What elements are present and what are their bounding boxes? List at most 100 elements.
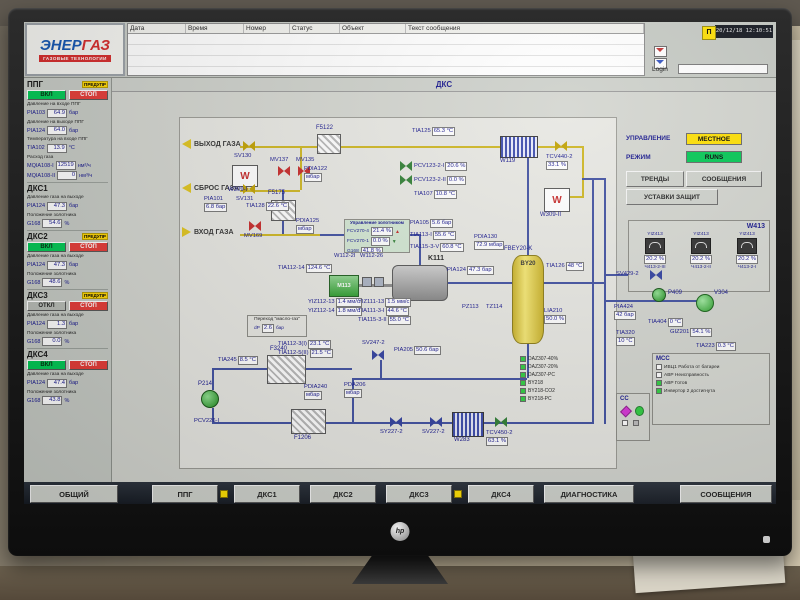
on-button[interactable]: ВКЛ — [27, 360, 66, 370]
stop-button[interactable]: СТОП — [69, 90, 108, 100]
on-button[interactable]: ВКЛ — [27, 90, 66, 100]
valve-pcv123-2-2[interactable] — [400, 175, 412, 185]
mcc-row: АВР Готов — [656, 380, 766, 386]
pipe — [606, 300, 698, 302]
monitor-bezel: ЭНЕРГАЗ ГАЗОВЫЕ ТЕХНОЛОГИИ Дата Время Но… — [8, 8, 792, 556]
tag-pz113: PZ113 — [462, 304, 479, 311]
nav-dks2[interactable]: ДКС2 — [310, 485, 376, 503]
pump-p409[interactable] — [652, 288, 666, 302]
tag-sv247-2: SV247-2 — [362, 340, 385, 347]
heater-w309-2[interactable]: W — [544, 188, 570, 212]
filter-f1206[interactable] — [291, 409, 326, 434]
tag-tia126: TIA12648 °C — [546, 262, 584, 271]
valve-mv137[interactable] — [278, 166, 290, 176]
gauge-tag: YIZ413 — [647, 232, 662, 237]
valve-mv169[interactable] — [249, 221, 261, 231]
valve-v304[interactable] — [696, 294, 714, 312]
cooler-w119[interactable] — [500, 136, 538, 158]
param-tag: G168 — [27, 280, 40, 286]
nav-dks4[interactable]: ДКС4 — [468, 485, 534, 503]
tag-label: PCV226-I — [194, 418, 219, 425]
tag-pcv123-2-2: PCV123-2-II0.0 % — [414, 176, 466, 185]
valve-sy227-2[interactable] — [390, 417, 402, 427]
valve-pcv123-2-1[interactable] — [400, 161, 412, 171]
gauge-icon — [645, 238, 665, 254]
stop-button[interactable]: СТОП — [69, 360, 108, 370]
param-label: Давление газа на выходе — [27, 313, 108, 319]
valve-sv247-2[interactable] — [372, 350, 384, 360]
datetime-display: 20/12/18 12:10:51 — [715, 25, 773, 38]
nav-dks1[interactable]: ДКС1 — [234, 485, 300, 503]
col-date: Дата — [128, 24, 186, 33]
tag-value: 0.0 % — [371, 237, 390, 246]
col-number: Номер — [244, 24, 290, 33]
param-label: Давление газа на выходе — [27, 372, 108, 378]
messages-button[interactable]: СООБЩЕНИЯ — [686, 171, 762, 187]
power-button[interactable] — [763, 536, 770, 543]
off-button[interactable]: ОТКЛ — [27, 301, 66, 311]
tag-value: 50.0 % — [544, 315, 566, 324]
valve-tcv450-2[interactable] — [495, 417, 507, 427]
col-message-text: Текст сообщения — [406, 24, 644, 33]
compressor-k111[interactable] — [392, 265, 448, 301]
separator-by20[interactable]: BY20 — [512, 255, 544, 344]
filter-f3240[interactable] — [267, 355, 306, 384]
pump-p214[interactable] — [201, 390, 219, 408]
nav-diagnostika[interactable]: ДИАГНОСТИКА — [544, 485, 634, 503]
status-indicator — [520, 372, 526, 378]
tag-value: 55.6 °C — [433, 231, 456, 240]
section-title: ДКС3 — [27, 291, 48, 300]
tag-yiz112-13: YIZ112-131.4 мм/с — [308, 298, 362, 307]
equipment-label: F5175 — [268, 190, 285, 196]
tag-value: мбар — [304, 391, 322, 400]
tag-label: MV169 — [244, 233, 262, 240]
tag-value: мбар — [304, 173, 322, 182]
dks-mimic-area: ДКС ВЫХОД ГАЗА СБРОС ГАЗА ВХОД ГАЗА — [112, 78, 776, 482]
valve-sv227-2[interactable] — [430, 417, 442, 427]
equipment-label: W309-II — [540, 212, 561, 218]
nav-soobshcheniya[interactable]: СООБЩЕНИЯ — [680, 485, 772, 503]
tag-tia320: TIA32010 °C — [616, 330, 635, 346]
print-button[interactable]: П — [702, 26, 716, 40]
param-value: 1.3 — [47, 320, 67, 329]
tag-label: PIA124 — [447, 267, 466, 274]
mail-icon[interactable] — [654, 46, 667, 57]
param-value: 47.4 — [47, 379, 67, 388]
sidebar-section-dks2: ДКС2ПРЕДУПР ВКЛСТОП Давление газа на вых… — [27, 230, 108, 287]
nav-dks3[interactable]: ДКС3 — [386, 485, 452, 503]
on-button[interactable]: ВКЛ — [27, 242, 66, 252]
login-input[interactable] — [678, 64, 768, 74]
tag-label: YIZ112-14 — [308, 308, 335, 315]
tag-pdia130: PDIA13072.9 мбар — [474, 234, 504, 250]
protection-setpoints-button[interactable]: УСТАВКИ ЗАЩИТ — [626, 189, 718, 205]
control-mode-indicator[interactable]: МЕСТНОЕ — [686, 133, 742, 145]
cooler-w283[interactable] — [452, 412, 484, 437]
nav-ppg[interactable]: ППГ — [152, 485, 218, 503]
stop-button[interactable]: СТОП — [69, 301, 108, 311]
stop-button[interactable]: СТОП — [69, 242, 108, 252]
mcc-label: ИВЦ1 Работа от батареи — [664, 365, 719, 370]
trends-button[interactable]: ТРЕНДЫ — [626, 171, 684, 187]
tag-label: TIA125 — [412, 128, 431, 135]
param-value: 47.3 — [47, 261, 67, 270]
filter-f5122[interactable] — [317, 134, 341, 154]
valve-sv429-2[interactable] — [650, 270, 662, 280]
mcc-label: АВР Неисправность — [664, 373, 709, 378]
tag-label: TIA223 — [696, 343, 715, 350]
valve-tcv440-2[interactable] — [555, 141, 567, 151]
nav-obshchiy[interactable]: ОБЩИЙ — [30, 485, 118, 503]
pipe — [282, 219, 284, 234]
cc-panel: СС — [616, 393, 650, 441]
motor-m113[interactable]: M113 — [329, 275, 359, 297]
equipment-label: V304 — [714, 290, 728, 296]
tag-label: PIA205 — [394, 347, 413, 354]
col-time: Время — [186, 24, 244, 33]
pipe-yellow — [568, 196, 582, 198]
panel-title: МСС — [656, 356, 766, 362]
valve-sv130[interactable] — [243, 141, 255, 151]
w-symbol: W — [240, 171, 249, 182]
pipe — [352, 378, 527, 380]
param-label: Температура на входе ППГ — [27, 137, 108, 143]
sidebar-section-dks3: ДКС3ПРЕДУПР ОТКЛСТОП Давление газа на вы… — [27, 289, 108, 346]
logo-part-red: ГАЗ — [82, 37, 110, 54]
